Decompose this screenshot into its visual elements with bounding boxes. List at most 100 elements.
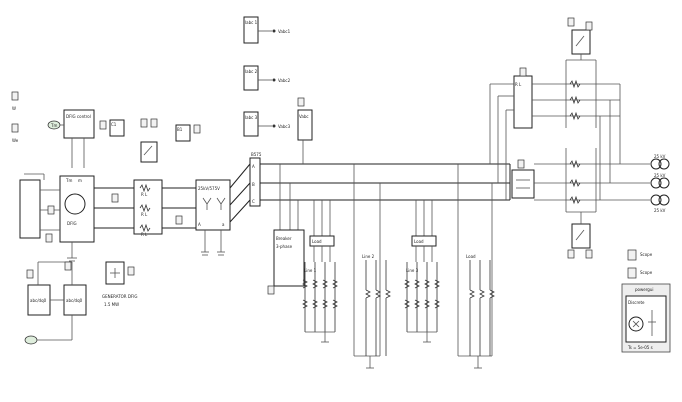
output-port [24, 335, 38, 345]
vabc-measurement[interactable]: Vabc [297, 97, 313, 141]
measurement-label-2b: Vabc2 [278, 78, 291, 83]
load-label-2: Load [414, 239, 424, 244]
tag-block-j [111, 193, 119, 203]
tag-block-d [193, 124, 201, 134]
rl-branch-1[interactable]: R L R L R L [133, 179, 163, 237]
tag-block-f [45, 233, 53, 243]
switch-top[interactable] [567, 17, 593, 55]
breaker-label: Breaker [276, 236, 292, 241]
tag-block-p [567, 17, 575, 27]
grid-source-2[interactable]: 25 kV [650, 173, 670, 189]
vabc-label: Vabc [299, 114, 309, 119]
dfig-machine[interactable]: Tm m DFIG [59, 175, 95, 243]
feeder-breaker[interactable]: Breaker 3-phase [267, 229, 305, 295]
load-label-1: Load [312, 239, 322, 244]
scope-2[interactable]: Scope [627, 267, 653, 279]
tag-block-k [175, 215, 183, 225]
tag-block-m [267, 285, 275, 295]
tag-block-q [585, 21, 593, 31]
signal-label-w: W [12, 106, 16, 111]
measurement-label-1b: Vabc1 [278, 29, 291, 34]
abc-dq-label-1: abc/dq0 [30, 298, 47, 303]
measurement-block-3[interactable]: Iabc 3 Vabc3 [243, 111, 291, 137]
powergui-ts: Ts = 5e-05 s [627, 345, 653, 350]
powergui-title: powergui [635, 287, 653, 292]
tag-block-b [140, 118, 148, 128]
gain-label-1: C1 [111, 122, 117, 127]
machine-input-label: Tm [65, 178, 72, 183]
tag-block-r [567, 249, 575, 259]
measurement-label-3a: Iabc 3 [245, 115, 258, 120]
powergui-mode: Discrete [628, 300, 645, 305]
tag-block-i [127, 266, 135, 276]
grid-source-3[interactable]: 25 kV [650, 194, 670, 213]
rl-label-3: R L [141, 232, 148, 237]
grid-label-3: 25 kV [654, 208, 666, 213]
measurement-label-2a: Iabc 2 [245, 69, 258, 74]
breaker-sub: 3-phase [276, 244, 293, 249]
grid-source-1[interactable]: 25 kV [650, 154, 670, 170]
signal-label-we: We [12, 138, 19, 143]
powergui-panel[interactable]: powergui Discrete Ts = 5e-05 s [621, 283, 671, 353]
scope-label-1: Scope [640, 252, 653, 257]
signal-tag-we: We [11, 123, 19, 143]
load-label-3: Load [466, 254, 476, 259]
bus-b: B [252, 182, 255, 187]
gain-block-2[interactable] [175, 124, 191, 142]
machine-label: DFIG [67, 221, 77, 226]
tag-block-n [517, 159, 525, 169]
dfig-rotor-box[interactable] [19, 179, 41, 239]
grid-label-1: 25 kV [654, 154, 666, 159]
line-rlc-1[interactable]: Line 1 [302, 262, 338, 332]
rl-label-1: R L [141, 192, 148, 197]
line-label-2: Line 2 [362, 254, 375, 259]
line-rlc-2[interactable]: Line 2 [362, 254, 391, 356]
tr-label-a: A [198, 222, 201, 227]
gain-label-2: B1 [177, 127, 183, 132]
machine-output-label: m [78, 178, 82, 183]
tag-block-g [64, 261, 72, 271]
grid-label-2: 25 kV [654, 173, 666, 178]
tag-block-s [585, 249, 593, 259]
measurement-label-3b: Vabc3 [278, 124, 291, 129]
tag-block-l [297, 97, 305, 107]
signal-label-tm: Tm [50, 123, 57, 128]
generator-rating: 1.5 MW [104, 302, 119, 307]
measurement-block-1[interactable]: Iabc 1 Vabc1 [243, 16, 291, 44]
load-block-1[interactable]: Load [309, 235, 335, 247]
load-block-2[interactable]: Load [411, 235, 437, 247]
generator-note: GENERATOR DFIG [102, 294, 138, 299]
transformer-block[interactable]: 25kV/575V A a [195, 179, 231, 231]
line-label-3: Line 3 [406, 268, 419, 273]
line-rlc-3[interactable]: Line 3 [404, 262, 440, 332]
switch-bottom[interactable] [567, 223, 593, 259]
measurement-label-1a: Iabc 1 [245, 20, 258, 25]
rl-meas-label: R L [515, 82, 522, 87]
bus-label: B575 [251, 152, 262, 157]
load-block-3[interactable]: Load [466, 254, 495, 356]
rl-meas-box[interactable]: R L [513, 67, 533, 129]
scope-label-2: Scope [640, 270, 653, 275]
bus-b575[interactable]: B575 A B C [249, 152, 262, 207]
abc-dq-label-2: abc/dq0 [66, 298, 83, 303]
tag-block-c [150, 118, 158, 128]
three-phase-breaker[interactable] [511, 159, 535, 199]
tag-block-a [99, 120, 107, 130]
generator-annotation: GENERATOR DFIG 1.5 MW [102, 261, 138, 307]
switch-block[interactable] [140, 141, 158, 163]
tag-block-o [519, 67, 527, 77]
scope-1[interactable]: Scope [627, 249, 653, 261]
rl-label-2: R L [141, 212, 148, 217]
signal-tag-tm: Tm [47, 120, 61, 130]
dfig-control-label: DFIG control [66, 114, 91, 119]
bus-a: A [252, 164, 255, 169]
tag-block-h [26, 269, 34, 279]
transformer-label: 25kV/575V [198, 186, 220, 191]
measurement-block-2[interactable]: Iabc 2 Vabc2 [243, 65, 291, 91]
dfig-control-block[interactable]: DFIG control [63, 109, 95, 139]
tag-block-e [47, 205, 55, 215]
gain-block-1[interactable] [109, 119, 125, 137]
tr-label-sa: a [222, 222, 225, 227]
line-label-1: Line 1 [304, 268, 317, 273]
